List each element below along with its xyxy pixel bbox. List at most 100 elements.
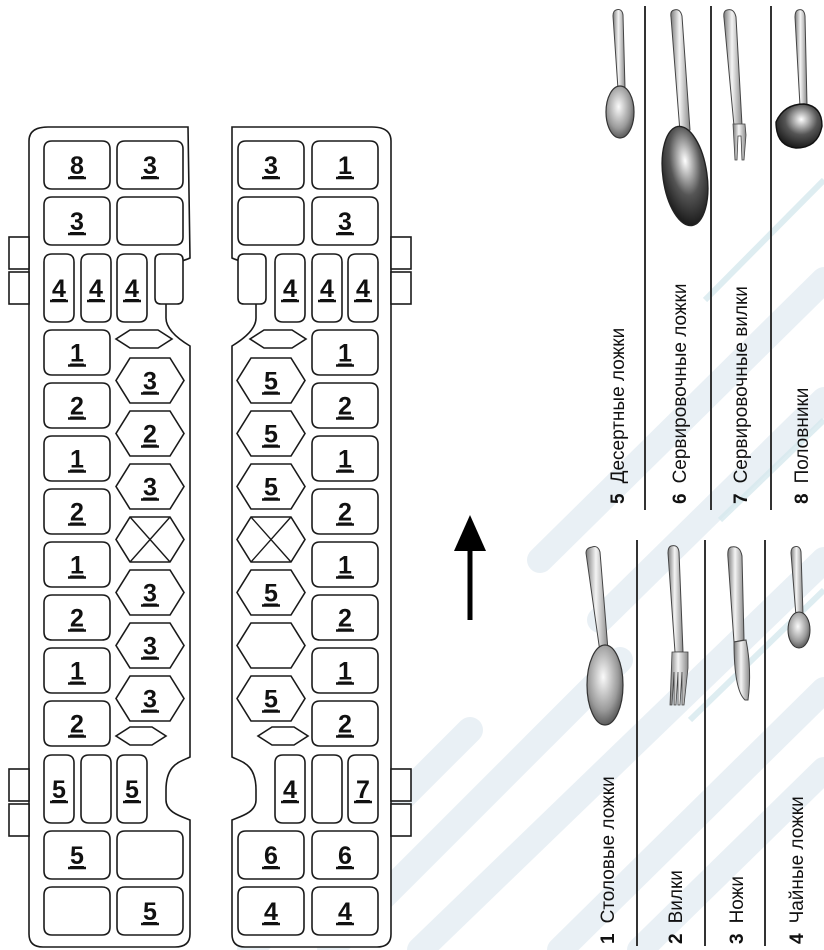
serving-fork-icon: [723, 9, 747, 161]
right-rack-slot: [311, 196, 379, 246]
right-rack-slot: [311, 329, 379, 376]
right-rack-slot-number: 5: [264, 686, 278, 714]
right-rack-blocked-cross: [250, 516, 292, 563]
left-rack-empty-slot: [114, 726, 168, 746]
left-rack-slot: [43, 196, 111, 246]
legend-divider: [770, 6, 772, 510]
right-rack-slot: [311, 830, 379, 880]
right-rack-slot: [311, 700, 379, 747]
right-rack-slot: [236, 463, 306, 510]
left-rack-slot: [43, 435, 111, 482]
left-rack-slot: [43, 886, 111, 936]
right-rack-slot: [237, 886, 305, 936]
left-rack-empty-slot: [80, 754, 112, 824]
left-rack-slot-number: 3: [143, 474, 157, 502]
left-rack-slot-number: 5: [70, 842, 84, 870]
left-rack-slot-number: 3: [143, 633, 157, 661]
left-rack-slot-number: 3: [143, 152, 157, 180]
legend-divider: [644, 6, 646, 510]
right-rack-slot: [236, 622, 306, 669]
right-rack-slot-number: 3: [264, 152, 278, 180]
tablespoon-icon: [585, 546, 624, 726]
right-rack-hinge-slot: [237, 253, 267, 305]
right-rack-slot: [274, 754, 306, 824]
right-rack-slot-number: 2: [338, 499, 352, 527]
right-rack-slot-number: 7: [356, 776, 370, 804]
left-rack-slot-number: 2: [70, 499, 84, 527]
left-rack-slot: [43, 541, 111, 588]
right-rack-slot-number: 4: [320, 275, 334, 303]
right-rack-slot-number: 5: [264, 368, 278, 396]
left-rack-slot: [116, 886, 184, 936]
right-rack-slot-number: 3: [338, 208, 352, 236]
right-rack-slot-number: 1: [338, 340, 352, 368]
right-rack-slot: [311, 886, 379, 936]
left-rack-slot-number: 4: [89, 275, 103, 303]
right-rack-slot: [311, 594, 379, 641]
left-rack-slot-number: 2: [70, 711, 84, 739]
legend-divider: [764, 540, 766, 946]
left-rack-slot-number: 2: [143, 421, 157, 449]
right-side-tabs: [390, 236, 412, 837]
left-rack-slot-number: 3: [143, 686, 157, 714]
right-rack-slot: [236, 675, 306, 722]
left-rack-slot-number: 4: [52, 275, 66, 303]
left-rack-empty-slot: [114, 329, 174, 349]
left-rack-slot-number: 1: [70, 552, 84, 580]
left-rack-slot-number: 5: [143, 898, 157, 926]
right-rack-slot: [311, 382, 379, 429]
left-rack-slot: [43, 700, 111, 747]
left-rack-slot-number: 5: [125, 776, 139, 804]
left-rack-slot: [43, 140, 111, 190]
right-rack-slot: [237, 196, 305, 246]
right-rack-slot-number: 2: [338, 605, 352, 633]
right-rack-slot-number: 6: [338, 842, 352, 870]
right-rack-slot: [347, 253, 379, 323]
right-rack-slot: [236, 357, 306, 404]
legend-divider: [636, 540, 638, 946]
knife-icon: [727, 546, 751, 701]
left-rack-slot: [116, 196, 184, 246]
left-rack-slot: [43, 382, 111, 429]
right-rack-empty-slot: [256, 726, 310, 746]
right-rack-empty-slot: [311, 754, 343, 824]
serving-spoon-icon: [661, 9, 709, 227]
right-rack-empty-slot: [248, 329, 308, 349]
right-rack-slot: [237, 830, 305, 880]
right-rack-slot: [311, 253, 343, 323]
left-rack-slot: [116, 253, 148, 323]
left-rack-slot: [43, 830, 111, 880]
right-rack-slot-number: 2: [338, 711, 352, 739]
fork-icon: [667, 545, 689, 706]
left-side-tabs: [8, 236, 30, 837]
left-rack-slot-number: 8: [70, 152, 84, 180]
right-rack-slot: [311, 435, 379, 482]
right-rack-slot-number: 5: [264, 421, 278, 449]
right-rack-slot-number: 1: [338, 552, 352, 580]
legend-divider: [710, 6, 712, 510]
right-rack-slot-number: 1: [338, 446, 352, 474]
left-rack-slot-number: 2: [70, 393, 84, 421]
left-rack-slot-number: 1: [70, 658, 84, 686]
teaspoon-icon: [787, 546, 811, 649]
right-rack-slot-number: 4: [264, 898, 278, 926]
right-rack-slot: [311, 140, 379, 190]
right-rack-slot: [236, 569, 306, 616]
left-rack-slot-number: 3: [143, 580, 157, 608]
left-rack-slot: [80, 253, 112, 323]
ladle-icon: [775, 9, 823, 149]
right-rack-slot-number: 5: [264, 474, 278, 502]
left-rack-slot-number: 3: [70, 208, 84, 236]
right-rack-slot: [237, 140, 305, 190]
left-rack-slot: [43, 253, 75, 323]
dessert-spoon-icon: [605, 9, 635, 139]
left-rack-slot-number: 5: [52, 776, 66, 804]
right-rack-slot: [347, 754, 379, 824]
left-rack-slot: [115, 410, 185, 457]
left-rack-slot: [115, 569, 185, 616]
left-rack-slot-number: 1: [70, 446, 84, 474]
right-rack-slot-number: 4: [338, 898, 352, 926]
